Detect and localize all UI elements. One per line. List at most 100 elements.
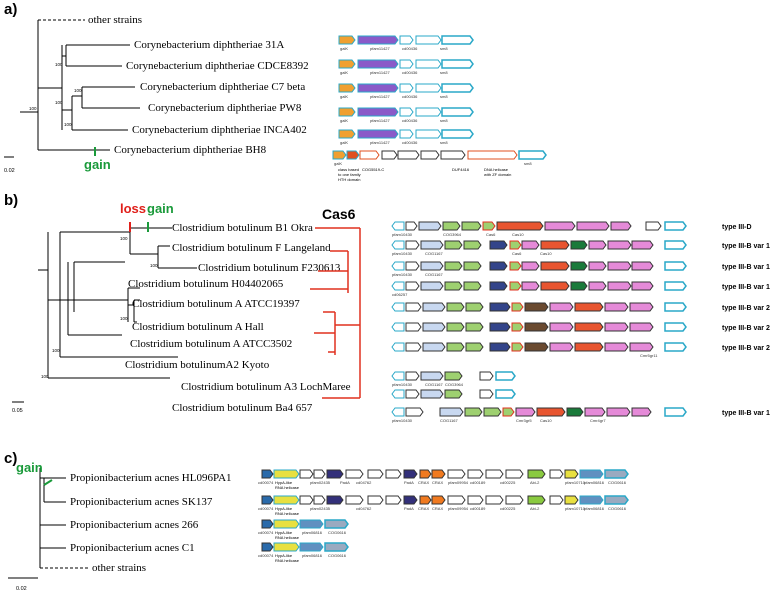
svg-text:cd04762: cd04762 bbox=[356, 480, 372, 485]
gene-label: sm8 bbox=[440, 94, 448, 99]
svg-text:RNA helicase: RNA helicase bbox=[275, 485, 300, 490]
cas6-bracket bbox=[310, 227, 361, 399]
svg-text:cd00225: cd00225 bbox=[500, 506, 516, 511]
gene-arrow bbox=[441, 35, 474, 45]
taxon-label: Propionibacterium acnes HL096PA1 bbox=[70, 472, 232, 484]
svg-text:RNA helicase: RNA helicase bbox=[275, 511, 300, 516]
gene-row: galK pfam11427 cd00436 sm8 bbox=[338, 83, 474, 99]
panel-a-label: a) bbox=[4, 1, 17, 18]
bootstrap-label: 100 bbox=[29, 106, 37, 111]
gene-label: galK bbox=[340, 94, 348, 99]
svg-text:HypA-like: HypA-like bbox=[275, 553, 293, 558]
bootstrap-label: 100 bbox=[52, 348, 60, 353]
gene-row: type III-B var 2 bbox=[391, 302, 770, 312]
gene-label: pfam11427 bbox=[370, 70, 390, 75]
gene-label: sm8 bbox=[440, 118, 448, 123]
svg-text:CRAX: CRAX bbox=[432, 506, 443, 511]
svg-text:COG0616: COG0616 bbox=[608, 506, 627, 511]
svg-text:pfam02435: pfam02435 bbox=[310, 480, 331, 485]
gene-caption: DUF4416 bbox=[452, 167, 470, 172]
panel-c: c) gain Propionibacterium acnes HL096PA1… bbox=[4, 450, 629, 592]
svg-text:HypA-like: HypA-like bbox=[275, 480, 293, 485]
gain-event-label: gain bbox=[16, 460, 43, 475]
gene-label: sm8 bbox=[440, 46, 448, 51]
gene-row bbox=[391, 389, 516, 399]
gene-label: cd00436 bbox=[402, 46, 418, 51]
gene-label: pfam11427 bbox=[370, 118, 390, 123]
loss-event-label: loss bbox=[120, 201, 146, 216]
gene-label: cd00436 bbox=[402, 70, 418, 75]
panel-b-tree bbox=[38, 227, 197, 379]
cluster-type-label: type III-B var 1 bbox=[722, 284, 770, 291]
gene-row: type III-B var 1 pfam10430 COG1167 bbox=[391, 261, 770, 277]
gain-event-label: gain bbox=[84, 157, 111, 172]
bootstrap-label: 100 bbox=[55, 62, 63, 67]
svg-text:pfam10710: pfam10710 bbox=[565, 480, 586, 485]
gene-caption: with ZF domain bbox=[484, 172, 511, 177]
svg-text:Abi-2: Abi-2 bbox=[530, 506, 540, 511]
svg-text:Cmr4gr7: Cmr4gr7 bbox=[590, 418, 606, 423]
svg-text:pfam02435: pfam02435 bbox=[310, 506, 331, 511]
taxon-label: Clostridium botulinum F230613 bbox=[198, 262, 341, 274]
gene-row: galK pfam11427 cd00436 sm8 bbox=[338, 35, 474, 51]
svg-text:Abi-2: Abi-2 bbox=[530, 480, 540, 485]
taxon-label: Clostridium botulinumA2 Kyoto bbox=[125, 359, 270, 371]
bootstrap-label: 100 bbox=[120, 316, 128, 321]
svg-text:PadA: PadA bbox=[404, 506, 414, 511]
svg-text:cd00189: cd00189 bbox=[470, 480, 486, 485]
gene-row: cd00074 HypA-like RNA helicase pfam06816… bbox=[258, 542, 349, 563]
outgroup-label: other strains bbox=[92, 562, 146, 574]
svg-text:COG1167: COG1167 bbox=[425, 272, 443, 277]
cluster-type-label: type III-B var 2 bbox=[722, 325, 770, 332]
scale-label: 0.02 bbox=[4, 168, 15, 174]
svg-text:HypA-like: HypA-like bbox=[275, 530, 293, 535]
svg-text:Cas6: Cas6 bbox=[512, 251, 522, 256]
gene-label: galK bbox=[340, 140, 348, 145]
svg-text:Cas10: Cas10 bbox=[512, 232, 524, 237]
gene-row: cd00074 HypA-like RNA helicase pfam02435… bbox=[258, 495, 629, 516]
svg-text:pfam10430: pfam10430 bbox=[392, 232, 413, 237]
svg-text:pfam10430: pfam10430 bbox=[392, 272, 413, 277]
bootstrap-label: 100 bbox=[55, 100, 63, 105]
svg-text:COG1167: COG1167 bbox=[440, 418, 458, 423]
panel-b-gene-clusters: type III-D pfam10430 COG3964 Cas6 Cas10 bbox=[391, 221, 770, 423]
gene-row: galK pfam11427 cd00436 sm8 bbox=[338, 129, 474, 145]
svg-text:pfam10430: pfam10430 bbox=[392, 382, 413, 387]
taxon-label: Clostridium botulinum A3 LochMaree bbox=[181, 381, 351, 393]
svg-text:cd04762: cd04762 bbox=[356, 506, 372, 511]
svg-text:Cmr5gr11: Cmr5gr11 bbox=[640, 353, 658, 358]
svg-text:pfam10430: pfam10430 bbox=[392, 251, 413, 256]
gene-caption: COG5519-C bbox=[362, 167, 384, 172]
svg-text:COG3964: COG3964 bbox=[443, 232, 462, 237]
gene-label: galK bbox=[340, 70, 348, 75]
gene-row: type III-D pfam10430 COG3964 Cas6 Cas10 bbox=[391, 221, 752, 237]
taxon-label: Clostridium botulinum A Hall bbox=[132, 321, 264, 333]
gene-label: cd00436 bbox=[402, 118, 418, 123]
taxon-label: Propionibacterium acnes SK137 bbox=[70, 496, 213, 508]
panel-a-bootstrap: 100 100 100 100 100 bbox=[29, 62, 82, 127]
svg-text:CRAX: CRAX bbox=[418, 506, 429, 511]
taxon-label: Corynebacterium diphtheriae INCA402 bbox=[132, 124, 307, 136]
svg-text:COG0616: COG0616 bbox=[608, 480, 627, 485]
bootstrap-label: 100 bbox=[64, 122, 72, 127]
svg-text:cd00189: cd00189 bbox=[470, 506, 486, 511]
taxon-label: Corynebacterium diphtheriae C7 beta bbox=[140, 81, 305, 93]
svg-text:pfam06816: pfam06816 bbox=[302, 530, 323, 535]
svg-text:PadA: PadA bbox=[340, 480, 350, 485]
gene-arrow bbox=[415, 35, 442, 45]
gene-row: type III-B var 2 bbox=[391, 322, 770, 332]
gene-row: pfam10430 COG1167 COG3964 bbox=[391, 371, 516, 387]
gene-label: pfam11427 bbox=[370, 140, 390, 145]
gene-label: sm8 bbox=[524, 161, 532, 166]
panel-b-bootstrap: 100 100 100 100 100 bbox=[41, 236, 158, 379]
svg-text:cd00074: cd00074 bbox=[258, 480, 274, 485]
svg-text:pfam09954: pfam09954 bbox=[448, 506, 469, 511]
panel-c-label: c) bbox=[4, 450, 17, 467]
gene-row: galK pfam11427 cd00436 sm8 bbox=[338, 107, 474, 123]
gene-caption: DNA helicase bbox=[484, 167, 509, 172]
svg-text:COG1167: COG1167 bbox=[425, 382, 443, 387]
panel-c-gene-clusters: cd00074 HypA-like RNA helicase pfam02435… bbox=[258, 469, 629, 563]
svg-text:cd00225: cd00225 bbox=[500, 480, 516, 485]
gene-label: cd00436 bbox=[402, 94, 418, 99]
